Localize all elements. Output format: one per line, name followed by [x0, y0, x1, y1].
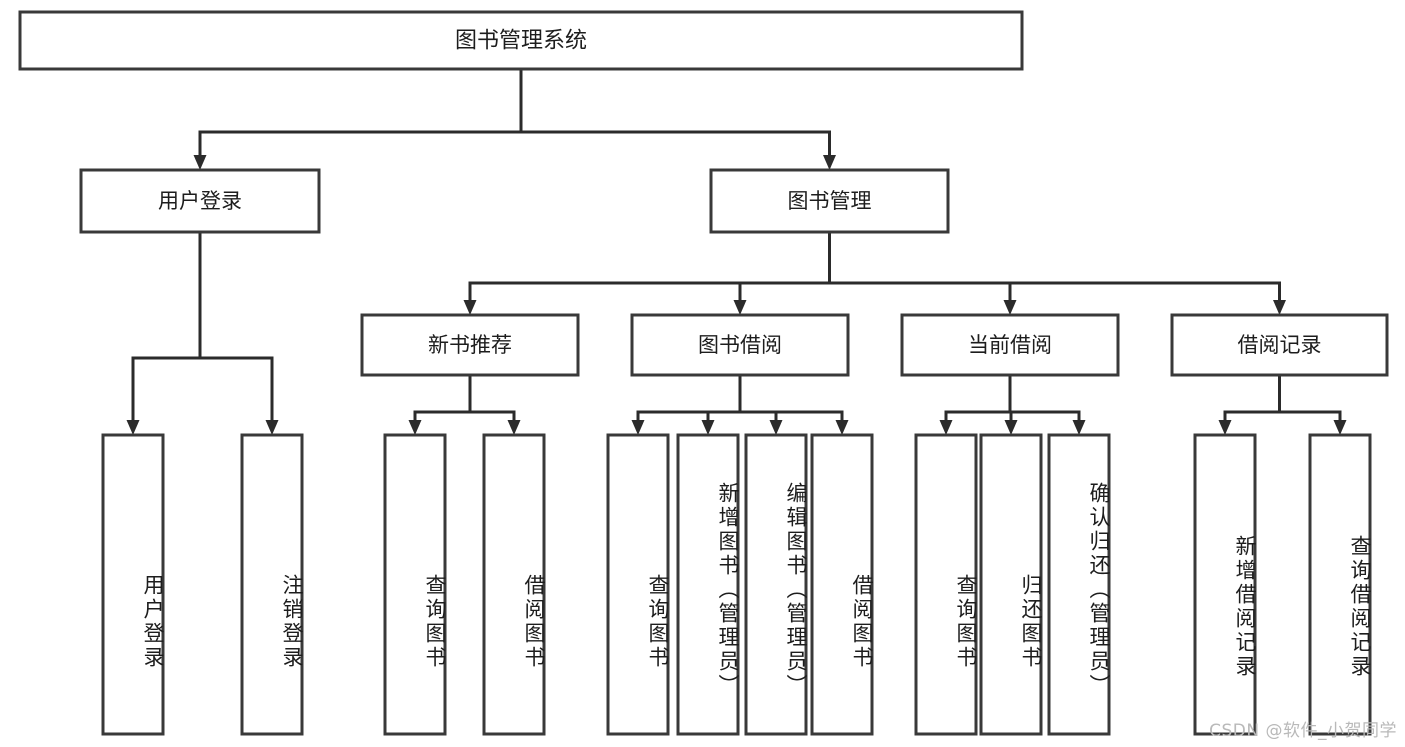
node-book-borrow-label: 图书借阅 [698, 333, 782, 357]
node-leaf-borrow-book-2[interactable] [810, 433, 874, 736]
node-leaf-add-borrow-record-box[interactable] [1193, 433, 1257, 736]
node-leaf-user-login[interactable] [101, 433, 165, 736]
node-leaf-user-login-box[interactable] [101, 433, 165, 736]
node-leaf-confirm-return-admin-box[interactable] [1047, 433, 1111, 736]
node-book-manage-label: 图书管理 [788, 189, 872, 213]
connector-group-root [193, 67, 836, 170]
arrow-head-icon [126, 420, 140, 435]
arrow-head-icon [835, 420, 849, 435]
arrow-head-icon [1004, 420, 1018, 435]
arrow-head-icon [631, 420, 645, 435]
node-book-manage-box[interactable] [709, 168, 950, 234]
node-leaf-query-book-2-box[interactable] [606, 433, 670, 736]
arrow-head-icon [1072, 420, 1086, 435]
node-borrow-record-box[interactable] [1170, 313, 1389, 377]
node-leaf-edit-book-admin[interactable] [744, 433, 808, 736]
node-borrow-record-label: 借阅记录 [1238, 333, 1322, 357]
node-leaf-logout-login[interactable] [240, 433, 304, 736]
arrow-head-icon [939, 420, 953, 435]
node-user-login-label: 用户登录 [158, 189, 242, 213]
connector-group-borrow-record [1218, 373, 1347, 435]
node-leaf-query-book-3-box[interactable] [914, 433, 978, 736]
node-leaf-logout-login-box[interactable] [240, 433, 304, 736]
node-book-manage[interactable]: 图书管理 [709, 168, 950, 234]
arrow-head-icon [1273, 300, 1286, 315]
arrow-head-icon [408, 420, 422, 435]
node-new-book-recommend[interactable]: 新书推荐 [360, 313, 580, 377]
arrow-head-icon [733, 300, 747, 315]
arrow-head-icon [1218, 420, 1232, 435]
arrow-head-icon [769, 420, 783, 435]
node-leaf-query-book-1-box[interactable] [383, 433, 447, 736]
node-leaf-return-book[interactable] [979, 433, 1043, 736]
connector-group-book-borrow [631, 373, 849, 435]
node-leaf-borrow-book-1[interactable] [482, 433, 546, 736]
node-book-borrow[interactable]: 图书借阅 [630, 313, 850, 377]
watermark-text: CSDN @软件_小贺同学 [1209, 721, 1397, 741]
arrow-head-icon [1003, 300, 1017, 315]
node-leaf-return-book-box[interactable] [979, 433, 1043, 736]
node-user-login-box[interactable] [79, 168, 321, 234]
node-leaf-borrow-book-1-box[interactable] [482, 433, 546, 736]
node-book-borrow-box[interactable] [630, 313, 850, 377]
connector-group-book-manage [463, 230, 1286, 315]
node-leaf-query-borrow-record-box[interactable] [1308, 433, 1372, 736]
node-leaf-add-book-admin[interactable] [676, 433, 740, 736]
node-root-label: 图书管理系统 [455, 29, 587, 54]
node-leaf-borrow-book-2-box[interactable] [810, 433, 874, 736]
node-leaf-confirm-return-admin[interactable] [1047, 433, 1111, 736]
node-new-book-recommend-box[interactable] [360, 313, 580, 377]
node-root[interactable]: 图书管理系统 [18, 10, 1024, 71]
node-leaf-query-book-2[interactable] [606, 433, 670, 736]
node-leaf-query-book-1[interactable] [383, 433, 447, 736]
node-current-borrow-label: 当前借阅 [968, 333, 1052, 357]
arrow-head-icon [507, 420, 521, 435]
arrow-head-icon [701, 420, 715, 435]
node-user-login[interactable]: 用户登录 [79, 168, 321, 234]
arrow-head-icon [463, 300, 477, 315]
arrow-head-icon [193, 155, 207, 170]
node-root-box[interactable] [18, 10, 1024, 71]
connector-group-new-book-recommend [408, 373, 521, 435]
connector-group-current-borrow [939, 373, 1086, 435]
arrow-head-icon [823, 155, 836, 170]
node-current-borrow-box[interactable] [900, 313, 1120, 377]
node-leaf-query-book-3[interactable] [914, 433, 978, 736]
connectors-layer [126, 67, 1347, 435]
node-borrow-record[interactable]: 借阅记录 [1170, 313, 1389, 377]
node-current-borrow[interactable]: 当前借阅 [900, 313, 1120, 377]
node-leaf-edit-book-admin-box[interactable] [744, 433, 808, 736]
connector-group-user-login [126, 230, 279, 435]
node-new-book-recommend-label: 新书推荐 [428, 333, 512, 357]
arrow-head-icon [265, 420, 279, 435]
node-leaf-add-book-admin-box[interactable] [676, 433, 740, 736]
arrow-head-icon [1333, 420, 1347, 435]
node-leaf-add-borrow-record[interactable] [1193, 433, 1257, 736]
node-leaf-query-borrow-record[interactable] [1308, 433, 1372, 736]
